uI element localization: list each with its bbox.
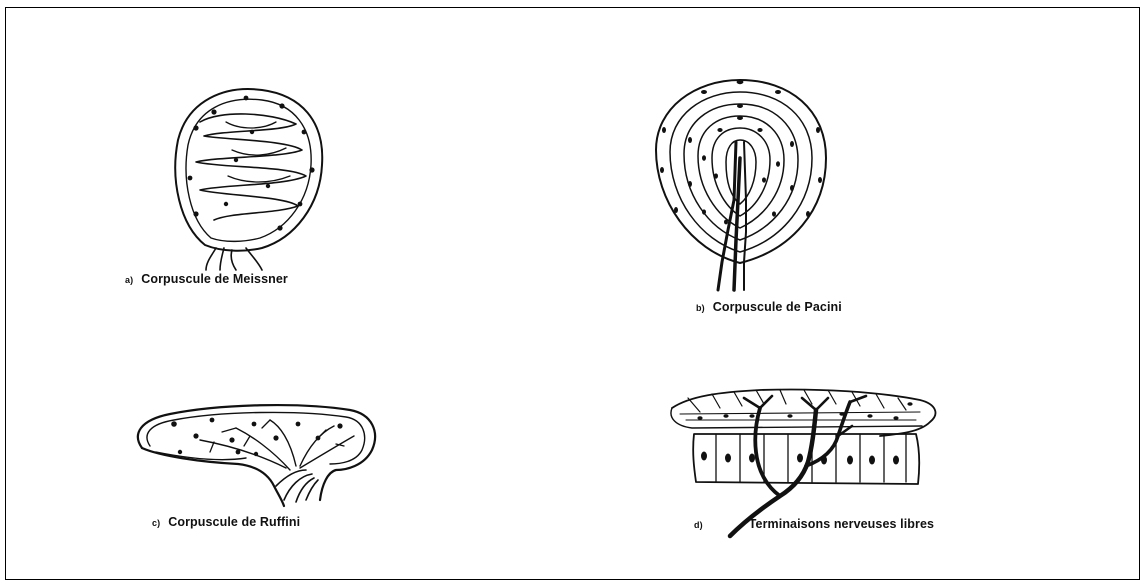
caption-meissner: a) Corpuscule de Meissner	[125, 272, 288, 286]
caption-text: Corpuscule de Pacini	[713, 300, 842, 314]
caption-text: Corpuscule de Ruffini	[168, 515, 300, 529]
caption-pacini: b) Corpuscule de Pacini	[696, 300, 842, 314]
caption-letter: a)	[125, 275, 133, 285]
ruffini-corpuscle-drawing	[138, 405, 375, 506]
caption-text: Corpuscule de Meissner	[141, 272, 288, 286]
pacini-corpuscle-drawing	[656, 80, 826, 290]
caption-text: Terminaisons nerveuses libres	[749, 517, 934, 531]
meissner-corpuscle-drawing	[175, 89, 322, 270]
free-nerve-endings-drawing	[671, 389, 935, 536]
caption-letter: d)	[694, 520, 703, 530]
caption-letter: c)	[152, 518, 160, 528]
caption-free-nerve-endings: d) Terminaisons nerveuses libres	[694, 517, 934, 531]
caption-ruffini: c) Corpuscule de Ruffini	[152, 515, 300, 529]
caption-letter: b)	[696, 303, 705, 313]
